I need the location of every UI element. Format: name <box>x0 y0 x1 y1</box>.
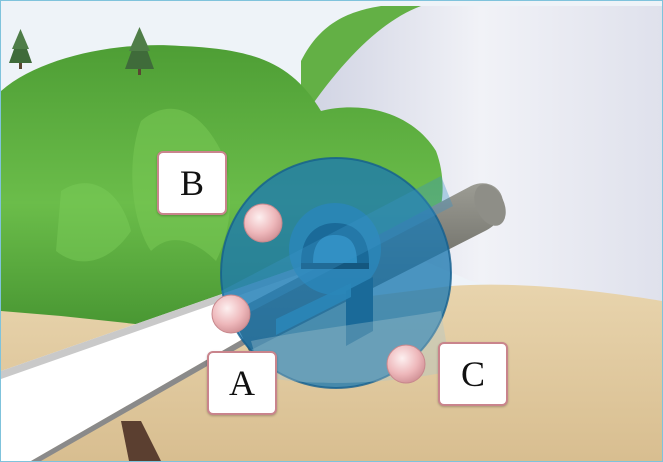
marker-c[interactable] <box>387 345 425 383</box>
label-c: C <box>438 342 508 406</box>
marker-a[interactable] <box>212 295 250 333</box>
label-b: B <box>157 151 227 215</box>
marker-b[interactable] <box>244 204 282 242</box>
label-a: A <box>207 351 277 415</box>
